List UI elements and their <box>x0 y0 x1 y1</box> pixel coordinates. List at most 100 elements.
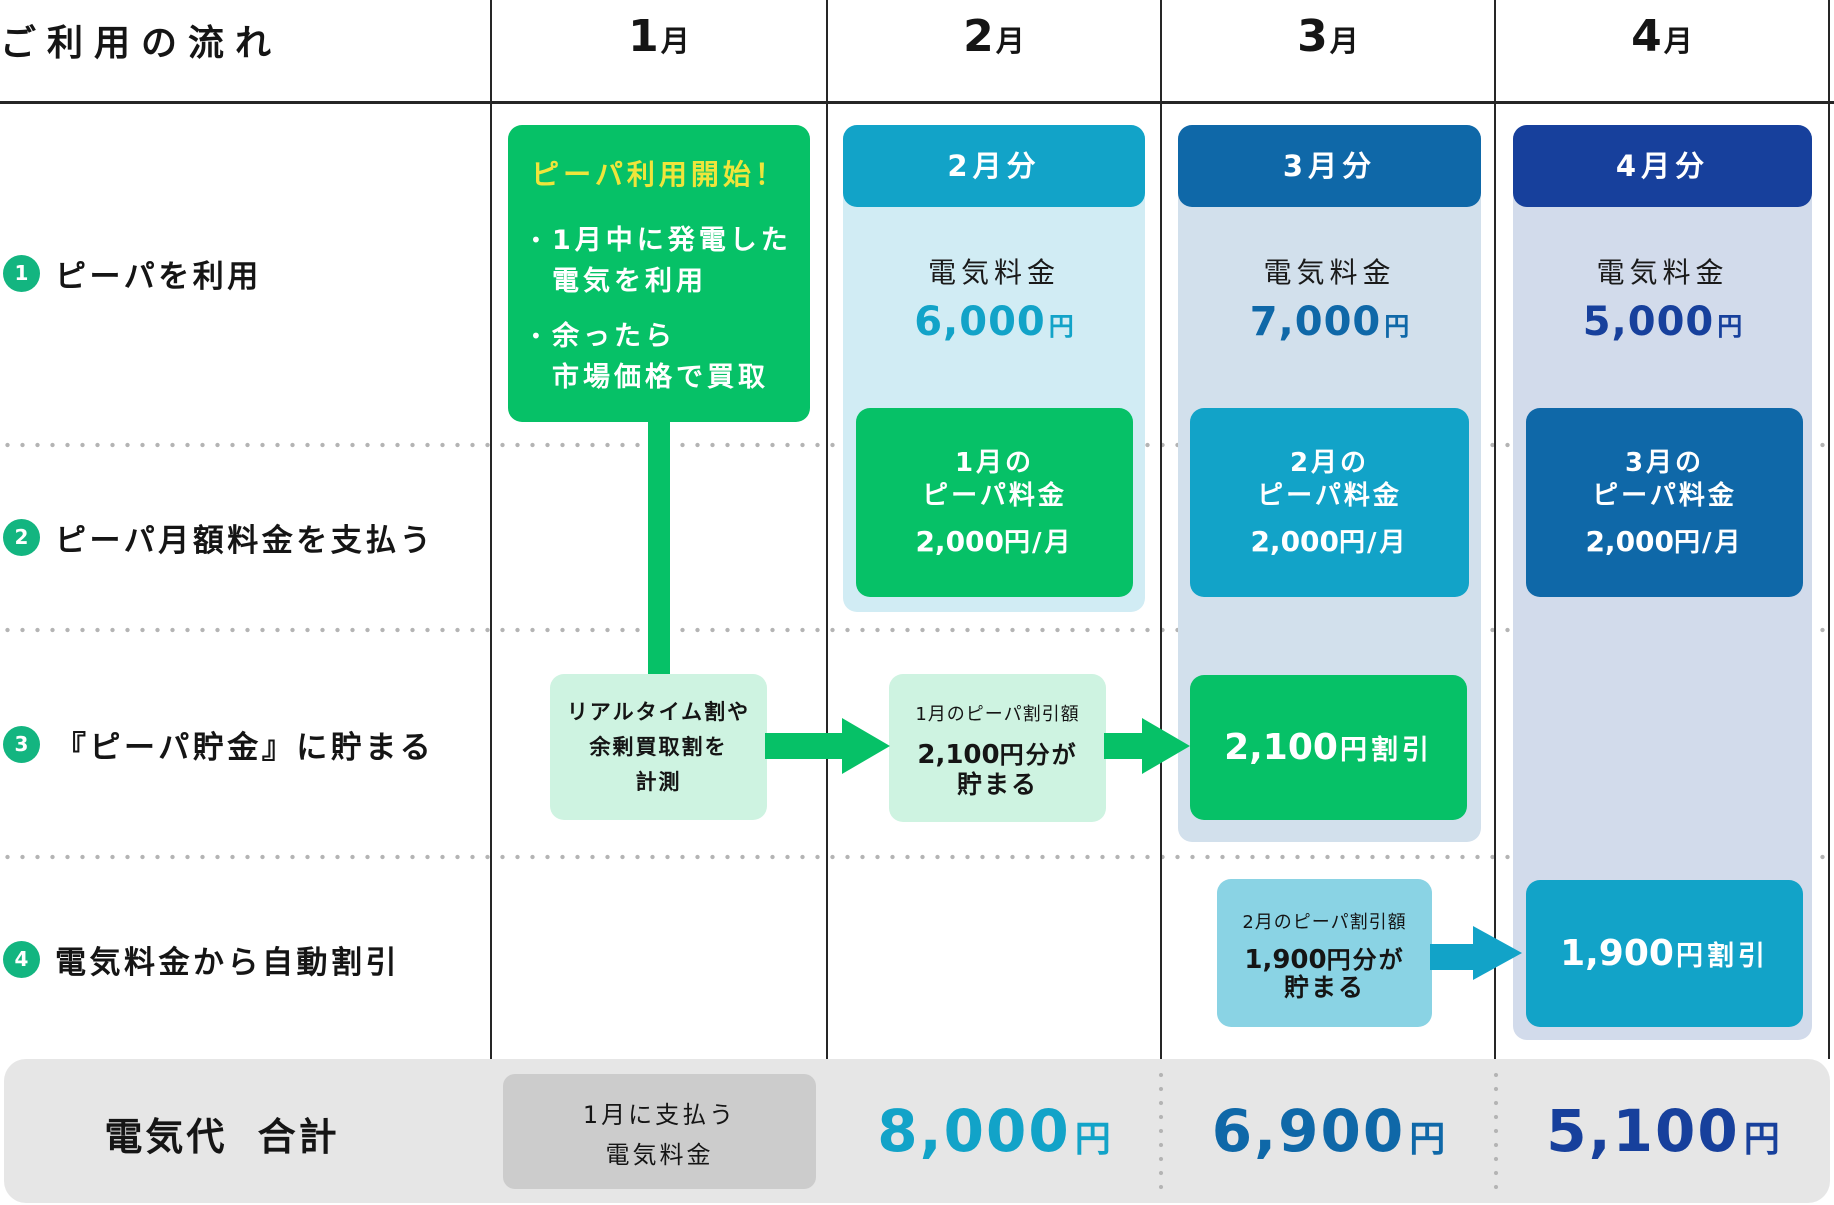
bullet-line: 余ったら <box>552 321 676 352</box>
note-line: 1月に支払う <box>582 1101 737 1129</box>
bullet-item: • 1月中に発電した 電気を利用 <box>530 220 792 302</box>
column-divider <box>490 0 492 1059</box>
arrow-right-icon <box>1430 926 1522 980</box>
fee-card: 1月の ピーパ料金 2,000円/月 <box>856 408 1133 597</box>
month-unit: 月 <box>1663 24 1693 58</box>
arrow-shaft <box>765 733 845 759</box>
february-header: 2月分 <box>843 125 1145 207</box>
note-line: 電気料金 <box>605 1141 714 1169</box>
fee-amount-value: 2,000 <box>915 525 1005 558</box>
savings-caption: 1月のピーパ割引額 <box>915 704 1080 725</box>
row-separator-dotted <box>0 854 1826 860</box>
month-header-apr: 4月 <box>1496 10 1828 64</box>
column-divider <box>1828 0 1830 1059</box>
month-number: 4 <box>1631 11 1662 62</box>
month-number: 1 <box>628 11 659 62</box>
per-month: /月 <box>1702 528 1744 558</box>
start-card-title: ピーパ利用開始！ <box>531 158 787 191</box>
yen-unit: 円 <box>1674 528 1701 558</box>
bullet-item: • 余ったら 市場価格で買取 <box>530 316 792 398</box>
month-unit: 月 <box>1329 24 1359 58</box>
savings-amount-value: 2,100 <box>917 740 1000 770</box>
bullet-line: 電気を利用 <box>552 266 707 297</box>
start-card: ピーパ利用開始！ • 1月中に発電した 電気を利用 • 余ったら 市場価格で買取 <box>508 125 810 422</box>
bullet-text: 余ったら 市場価格で買取 <box>552 316 769 398</box>
fee-card-period: 1月の <box>954 448 1035 478</box>
savings-suffix: 分が <box>1352 946 1405 974</box>
total-label: 電気代 合計 <box>104 1115 340 1159</box>
month-number: 2 <box>963 11 994 62</box>
column-divider <box>1160 0 1162 1059</box>
bullet-text: 1月中に発電した 電気を利用 <box>552 220 792 302</box>
bill-amount-value: 5,000 <box>1582 299 1715 345</box>
yen-unit: 円 <box>1326 946 1351 974</box>
bullet-list: • 1月中に発電した 電気を利用 • 余ったら 市場価格で買取 <box>530 220 792 412</box>
measure-line: 計測 <box>635 769 682 794</box>
total-separator-dotted <box>1158 1068 1164 1198</box>
savings-amount: 2,100円分が <box>889 738 1106 775</box>
step-number-badge: 2 <box>3 518 40 556</box>
fee-card-period: 3月の <box>1624 448 1705 478</box>
per-month: /月 <box>1032 528 1074 558</box>
header-divider <box>0 101 1834 104</box>
row-separator-dotted <box>0 627 1826 633</box>
step-row-2: 2 ピーパ月額料金を支払う <box>3 515 434 559</box>
month-header-feb: 2月 <box>828 10 1160 64</box>
column-divider <box>826 0 828 1059</box>
yen-unit: 円 <box>1717 312 1743 341</box>
yen-unit: 円 <box>999 741 1024 769</box>
bill-amount-value: 6,000 <box>914 299 1046 345</box>
fee-card-title: ピーパ料金 <box>922 481 1067 511</box>
fee-card-amount: 2,000円/月 <box>1190 522 1469 566</box>
yen-unit: 円 <box>1048 312 1074 341</box>
savings-amount: 1,900円分が <box>1217 943 1432 980</box>
step-row-4: 4 電気料金から自動割引 <box>3 937 400 981</box>
fee-card-amount: 2,000円/月 <box>1526 522 1803 566</box>
fee-amount-value: 2,000 <box>1585 525 1675 558</box>
total-amount: 8,000 <box>877 1097 1071 1165</box>
bill-label: 電気料金 <box>1263 256 1396 289</box>
savings-caption: 2月のピーパ割引額 <box>1242 912 1407 933</box>
bullet-icon: • <box>530 228 542 252</box>
discount-amount-value: 1,900 <box>1560 933 1674 974</box>
step-label: 電気料金から自動割引 <box>55 944 400 981</box>
measure-line: 余剰買取割を <box>589 734 728 759</box>
yen-unit: 円 <box>1384 312 1410 341</box>
bullet-line: 1月中に発電した <box>552 225 792 256</box>
measure-card: リアルタイム割や 余剰買取割を 計測 <box>550 674 767 820</box>
fee-card-amount: 2,000円/月 <box>856 522 1133 566</box>
bill-label: 電気料金 <box>927 256 1060 289</box>
step-row-1: 1 ピーパを利用 <box>3 251 262 295</box>
page-title: ご利用の流れ <box>0 23 283 64</box>
discount-suffix: 割引 <box>1370 735 1433 766</box>
month-unit: 月 <box>660 24 690 58</box>
savings-line: 貯まる <box>956 770 1038 799</box>
fee-card: 2月の ピーパ料金 2,000円/月 <box>1190 408 1469 597</box>
yen-unit: 円 <box>1004 528 1031 558</box>
savings-line: 貯まる <box>1283 973 1365 1002</box>
discount-amount-value: 2,100 <box>1224 727 1338 768</box>
step-number-badge: 4 <box>3 940 40 978</box>
yen-unit: 円 <box>1743 1119 1780 1160</box>
fee-card-period: 2月の <box>1289 448 1370 478</box>
yen-unit: 円 <box>1339 528 1366 558</box>
arrow-head <box>842 718 890 774</box>
yen-unit: 円 <box>1409 1119 1446 1160</box>
fee-card-title: ピーパ料金 <box>1257 481 1402 511</box>
fee-card-title: ピーパ料金 <box>1592 481 1737 511</box>
month-header-jan: 1月 <box>492 10 826 64</box>
arrow-head <box>1473 926 1522 980</box>
arrow-head <box>1142 718 1190 774</box>
fee-amount-value: 2,000 <box>1250 525 1340 558</box>
month-header-mar: 3月 <box>1162 10 1494 64</box>
step-label: 『ピーパ貯金』に貯まる <box>55 729 435 766</box>
total-amount: 6,900 <box>1211 1097 1406 1165</box>
bill-label: 電気料金 <box>1596 256 1729 289</box>
